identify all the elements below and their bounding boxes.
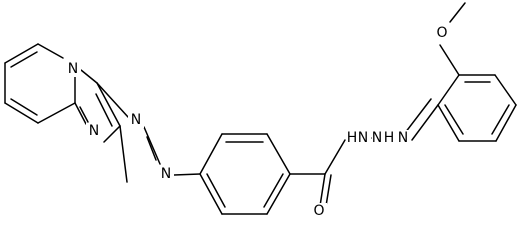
- imidazole-ring: [74, 69, 128, 183]
- atom-labels: N N N N O H N N H N O: [65, 25, 450, 219]
- atom-n-hydrazone: N: [398, 130, 408, 146]
- azo-linkage: [96, 82, 201, 176]
- molecule-drawing: N N N N O H N N H N O: [4, 2, 517, 219]
- atom-n-hydrazide-1: N: [358, 130, 368, 146]
- methoxyphenyl-ring: [437, 2, 517, 142]
- atom-h-hydrazide-2: H: [384, 130, 395, 146]
- hydrazide-chain: [289, 98, 439, 207]
- atom-o-methoxy: O: [436, 25, 447, 41]
- atom-h-hydrazide-1: H: [347, 130, 358, 146]
- atom-n-azo-1: N: [131, 112, 141, 128]
- phenylene-ring: [199, 133, 291, 215]
- structure-diagram: N N N N O H N N H N O: [4, 2, 517, 219]
- atom-n-azo-2: N: [161, 166, 171, 182]
- atom-n-bridge: N: [68, 61, 78, 77]
- atom-o-carbonyl: O: [313, 203, 324, 219]
- pyridine-ring: [4, 43, 76, 124]
- atom-n-imine: N: [89, 123, 99, 139]
- atom-n-hydrazide-2: N: [372, 130, 382, 146]
